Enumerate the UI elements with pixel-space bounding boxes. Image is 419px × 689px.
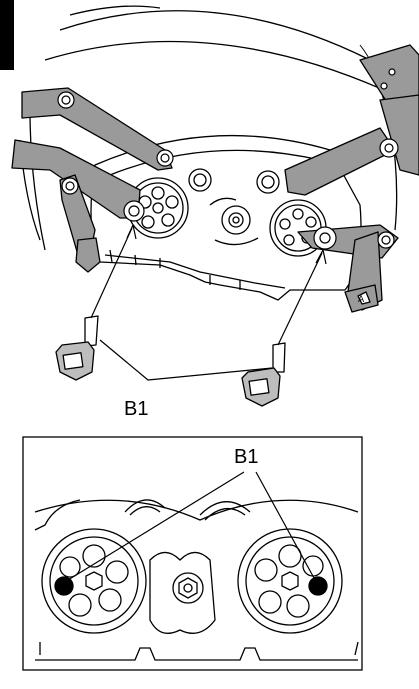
pin-right bbox=[241, 342, 286, 407]
detail-right-disk bbox=[237, 528, 343, 634]
top-view: A bbox=[11, 5, 419, 407]
arm-upper-right bbox=[284, 127, 396, 196]
svg-text:A: A bbox=[358, 295, 365, 305]
detail-callout-label-b1: B1 bbox=[234, 446, 259, 468]
arm-top-right bbox=[379, 94, 419, 176]
leader-lines bbox=[90, 224, 327, 381]
hole-right-marked bbox=[308, 576, 328, 596]
corner-tab bbox=[0, 0, 14, 70]
detail-leader-lines bbox=[67, 471, 315, 581]
detail-left-disk bbox=[41, 528, 147, 634]
clamp-arms bbox=[11, 44, 419, 311]
detail-view bbox=[22, 436, 363, 671]
pin-left bbox=[55, 315, 99, 381]
arm-upper-left bbox=[21, 87, 173, 171]
callout-label-b1: B1 bbox=[124, 398, 149, 420]
hole-left-marked bbox=[54, 576, 74, 596]
